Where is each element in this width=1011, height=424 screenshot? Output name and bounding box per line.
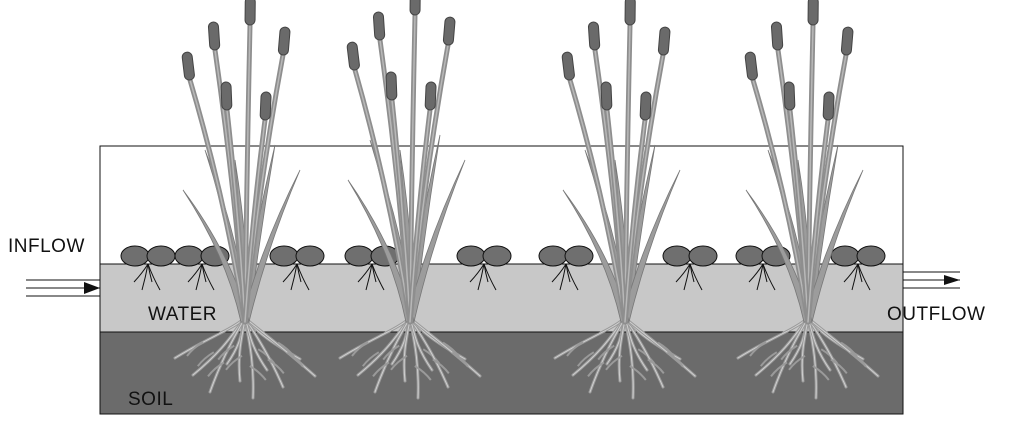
duckweed-leaf [857, 246, 885, 266]
cattail-head [347, 42, 360, 71]
cattail-head [841, 27, 853, 56]
cattail-head [182, 52, 195, 81]
duckweed-leaf [831, 246, 859, 266]
cattail-head [640, 92, 651, 120]
duckweed-leaf [457, 246, 485, 266]
outflow-arrowhead [944, 275, 960, 285]
cattail-head [221, 82, 232, 110]
water-label: WATER [148, 304, 217, 326]
arrow-right-icon [26, 280, 100, 296]
duckweed-leaf [121, 246, 149, 266]
cattail-head [771, 22, 783, 51]
cattail-head [260, 92, 271, 120]
duckweed-leaf [296, 246, 324, 266]
cattail-head [278, 27, 290, 56]
cattail-head [823, 92, 834, 120]
soil-layer [100, 332, 903, 414]
duckweed-leaf [175, 246, 203, 266]
cattail-head [588, 22, 600, 51]
cattail-head [784, 82, 795, 110]
cattail-head [562, 52, 575, 81]
duckweed-leaf [663, 246, 691, 266]
duckweed-leaf [147, 246, 175, 266]
cattail-head [443, 17, 455, 46]
cattail-head [745, 52, 758, 81]
duckweed-leaf [689, 246, 717, 266]
cattail-head [625, 0, 635, 25]
cattail-head [425, 82, 436, 110]
cattail-head [601, 82, 612, 110]
duckweed-leaf [345, 246, 373, 266]
soil-label: SOIL [128, 389, 173, 411]
arrow-right-icon [903, 272, 960, 288]
cattail-head [658, 27, 670, 56]
cattail-head [208, 22, 220, 51]
cattail-head [386, 72, 397, 100]
duckweed-leaf [539, 246, 567, 266]
duckweed-leaf [565, 246, 593, 266]
inflow-label: INFLOW [8, 236, 85, 258]
water-layer [100, 264, 903, 332]
cattail-head [808, 0, 818, 25]
duckweed-leaf [483, 246, 511, 266]
outflow-label: OUTFLOW [887, 304, 986, 326]
inflow-arrowhead [84, 282, 100, 294]
cattail-head [410, 0, 420, 15]
duckweed-leaf [736, 246, 764, 266]
cattail-head [245, 0, 255, 25]
cattail-head [373, 12, 385, 41]
duckweed-leaf [270, 246, 298, 266]
